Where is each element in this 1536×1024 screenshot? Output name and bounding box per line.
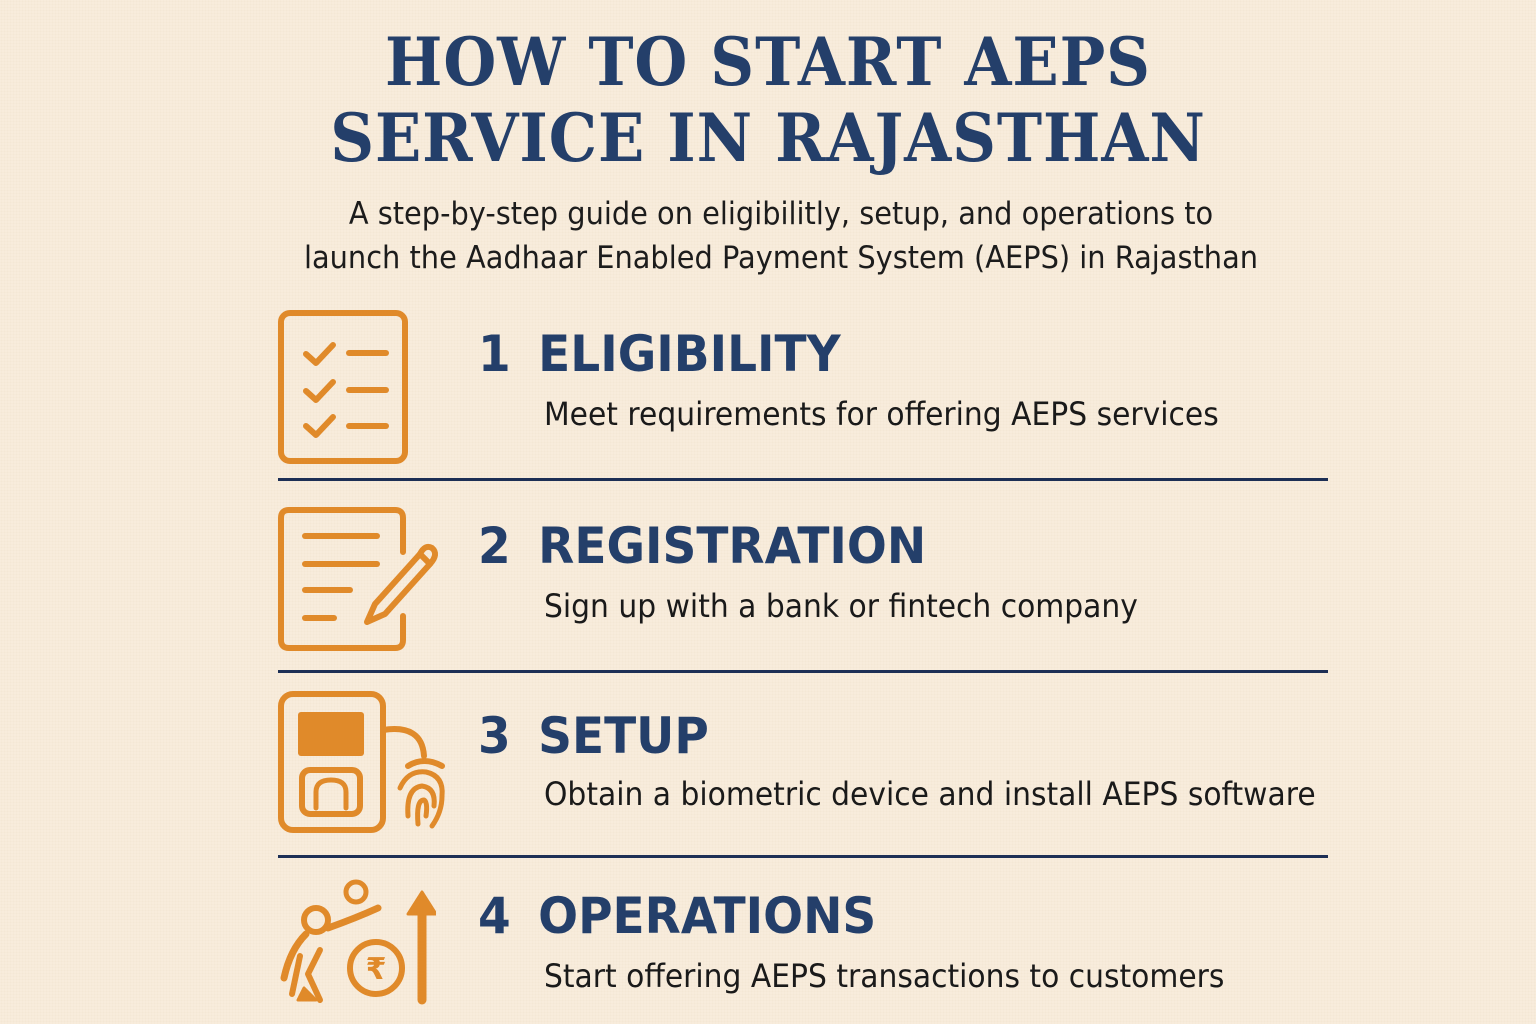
document-pencil-icon [272,498,442,660]
step-number: 2 [478,517,511,575]
subtitle-line-2: launch the Aadhaar Enabled Payment Syste… [303,240,1259,276]
step-title: SETUP [538,707,709,765]
divider [278,670,1328,673]
title-line-2: SERVICE IN RAJASTHAN [330,99,1206,177]
step-heading: 2 REGISTRATION [478,516,926,576]
step-description: Obtain a biometric device and install AE… [544,775,1316,813]
rupee-growth-icon: ₹ [276,876,438,1010]
step-number: 4 [478,887,511,945]
step-heading: 3 SETUP [478,706,709,766]
step-heading: 4 OPERATIONS [478,886,876,946]
divider [278,855,1328,858]
divider [278,478,1328,481]
page-title: HOW TO START AEPS SERVICE IN RAJASTHAN [61,24,1474,176]
subtitle-line-1: A step-by-step guide on eligibilitly, se… [348,196,1214,232]
step-description: Sign up with a bank or fintech company [544,587,1138,625]
checklist-icon [272,305,417,470]
step-number: 3 [478,707,511,765]
step-heading: 1 ELIGIBILITY [478,324,841,384]
step-title: OPERATIONS [538,887,877,945]
step-description: Meet requirements for offering AEPS serv… [544,395,1219,433]
step-title: ELIGIBILITY [538,325,841,383]
svg-text:₹: ₹ [366,952,387,987]
page-subtitle: A step-by-step guide on eligibilitly, se… [55,192,1508,280]
step-title: REGISTRATION [538,517,927,575]
step-number: 1 [478,325,511,383]
title-line-1: HOW TO START AEPS [385,23,1151,101]
step-description: Start offering AEPS transactions to cust… [544,957,1225,995]
biometric-device-icon [272,688,452,838]
